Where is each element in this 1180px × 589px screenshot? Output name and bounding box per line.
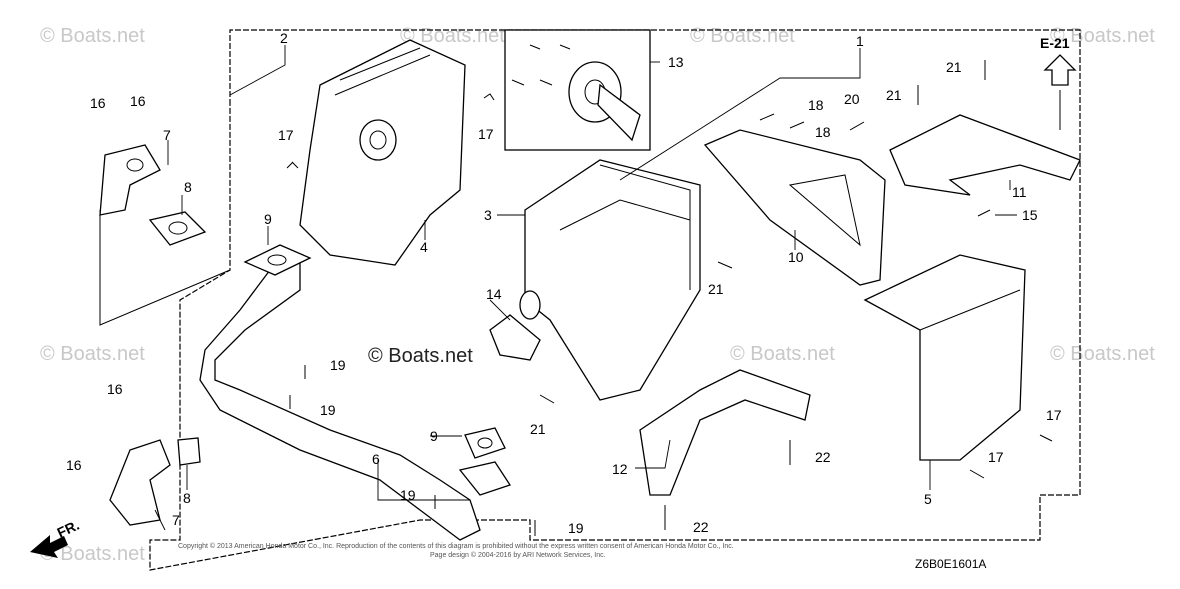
callout-19: 19 bbox=[568, 520, 584, 536]
bracket-12 bbox=[639, 369, 811, 496]
callout-6: 6 bbox=[372, 451, 380, 467]
gasket-9-upper bbox=[243, 244, 312, 276]
muffler-3 bbox=[524, 159, 701, 401]
callout-19: 19 bbox=[330, 357, 346, 373]
callout-5: 5 bbox=[924, 491, 932, 507]
assembly-outline bbox=[149, 29, 1081, 571]
callout-21: 21 bbox=[946, 59, 962, 75]
gasket-8-upper bbox=[148, 211, 207, 246]
callout-20: 20 bbox=[844, 91, 860, 107]
gasket-9-lower bbox=[464, 427, 506, 459]
stay-11 bbox=[889, 114, 1081, 196]
muffler-outlet bbox=[359, 119, 397, 161]
watermark: © Boats.net bbox=[730, 343, 835, 365]
watermark: © Boats.net bbox=[690, 25, 795, 47]
callout-15: 15 bbox=[1022, 207, 1038, 223]
callout-8: 8 bbox=[183, 490, 191, 506]
callout-18: 18 bbox=[808, 97, 824, 113]
diagram-code: Z6B0E1601A bbox=[915, 557, 986, 571]
watermark: © Boats.net bbox=[1050, 343, 1155, 365]
callout-13: 13 bbox=[668, 54, 684, 70]
callout-4: 4 bbox=[420, 239, 428, 255]
callout-7: 7 bbox=[172, 512, 180, 528]
muffler-inlet-pipe bbox=[519, 290, 541, 320]
reference-label: E-21 bbox=[1040, 35, 1070, 51]
callout-10: 10 bbox=[788, 249, 804, 265]
callout-11: 11 bbox=[1012, 184, 1027, 200]
leader-lines bbox=[154, 45, 1017, 531]
gasket-8-lower bbox=[177, 437, 201, 466]
watermark: © Boats.net bbox=[40, 343, 145, 365]
exhaust-elbow-7-lower bbox=[109, 439, 171, 526]
callout-17: 17 bbox=[478, 126, 494, 142]
flange-lower bbox=[458, 461, 512, 496]
callout-22: 22 bbox=[815, 449, 831, 465]
callout-3: 3 bbox=[484, 207, 492, 223]
exhaust-pipe-6 bbox=[199, 257, 481, 541]
callout-16: 16 bbox=[90, 95, 106, 111]
callout-16: 16 bbox=[66, 457, 82, 473]
bracket-10 bbox=[703, 129, 886, 286]
exhaust-elbow-7-upper bbox=[99, 144, 161, 216]
callout-9: 9 bbox=[430, 428, 438, 444]
callout-1: 1 bbox=[856, 33, 864, 49]
callout-21: 21 bbox=[530, 421, 546, 437]
callout-17: 17 bbox=[278, 127, 294, 143]
copyright-line: Page design © 2004-2016 by ARI Network S… bbox=[430, 551, 606, 559]
reference-arrow-icon bbox=[1043, 54, 1077, 86]
callout-19: 19 bbox=[320, 402, 336, 418]
copyright-line: Copyright © 2013 American Honda Motor Co… bbox=[178, 542, 734, 550]
part-14 bbox=[489, 314, 541, 361]
spark-arrester bbox=[597, 83, 641, 142]
callout-21: 21 bbox=[708, 281, 724, 297]
subgroup-outline bbox=[99, 210, 231, 326]
callout-17: 17 bbox=[988, 449, 1004, 465]
bolts bbox=[286, 60, 1061, 536]
callout-7: 7 bbox=[163, 127, 171, 143]
callout-21: 21 bbox=[886, 87, 902, 103]
callout-14: 14 bbox=[486, 286, 502, 302]
watermark: © Boats.net bbox=[40, 25, 145, 47]
callout-2: 2 bbox=[280, 30, 288, 46]
front-arrow-icon bbox=[30, 535, 68, 558]
callout-12: 12 bbox=[612, 461, 628, 477]
callout-16: 16 bbox=[130, 93, 146, 109]
callout-16: 16 bbox=[107, 381, 123, 397]
callout-9: 9 bbox=[264, 211, 272, 227]
callout-18: 18 bbox=[815, 124, 831, 140]
watermark-center: © Boats.net bbox=[368, 345, 473, 367]
callout-22: 22 bbox=[693, 519, 709, 535]
muffler-cover-5 bbox=[863, 254, 1026, 461]
callout-19: 19 bbox=[400, 487, 416, 503]
front-label: FR. bbox=[55, 517, 82, 541]
callout-17: 17 bbox=[1046, 407, 1062, 423]
callout-8: 8 bbox=[184, 179, 192, 195]
watermark: © Boats.net bbox=[40, 543, 145, 565]
